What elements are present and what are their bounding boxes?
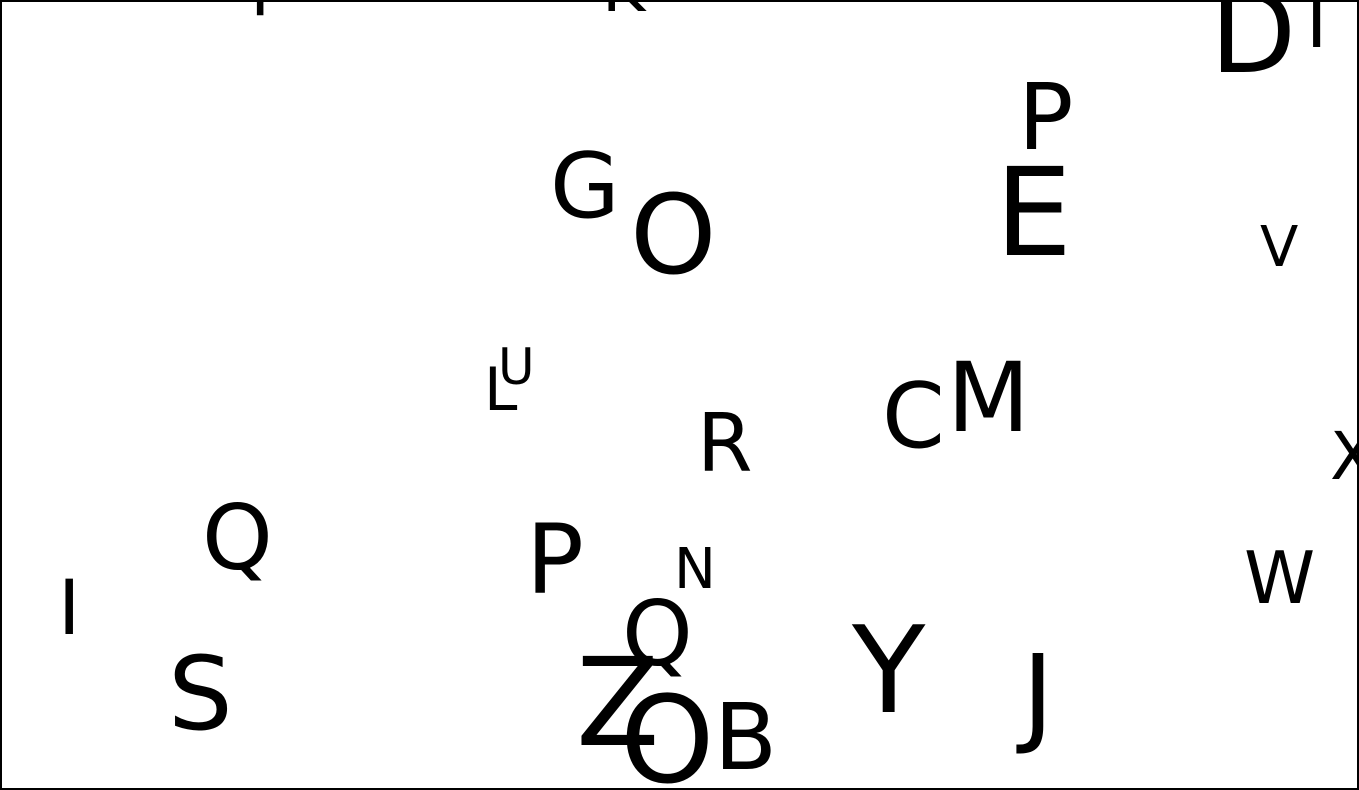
letter-e: E [995,142,1073,284]
letter-b: B [714,684,778,790]
letter-n: N [674,537,716,602]
letter-o-upper: O [630,171,717,299]
letter-t-top: T [240,2,280,26]
letter-w: W [1244,536,1316,620]
letter-k-top: K [602,2,645,22]
letter-u: U [498,338,535,396]
letter-i-left: I [58,563,81,652]
letter-s: S [168,635,233,754]
letter-q-left: Q [202,486,273,591]
letter-p-lower: P [526,504,584,616]
letter-r: R [697,397,753,490]
letter-y: Y [852,602,926,741]
letter-c: C [882,364,945,469]
letter-v: V [1260,215,1299,280]
letter-j: J [1022,633,1054,758]
letter-g: G [550,134,620,239]
letter-i-top: I [1306,0,1328,64]
letter-o-lower: O [620,672,715,790]
letter-m: M [947,342,1030,454]
letter-l: L [484,355,518,425]
letter-x: X [1330,424,1357,490]
letter-z: Z [576,632,660,774]
letter-p-upper: P [1018,64,1074,171]
letter-q-center: Q [622,582,693,687]
letter-d-top: D [1210,0,1297,99]
